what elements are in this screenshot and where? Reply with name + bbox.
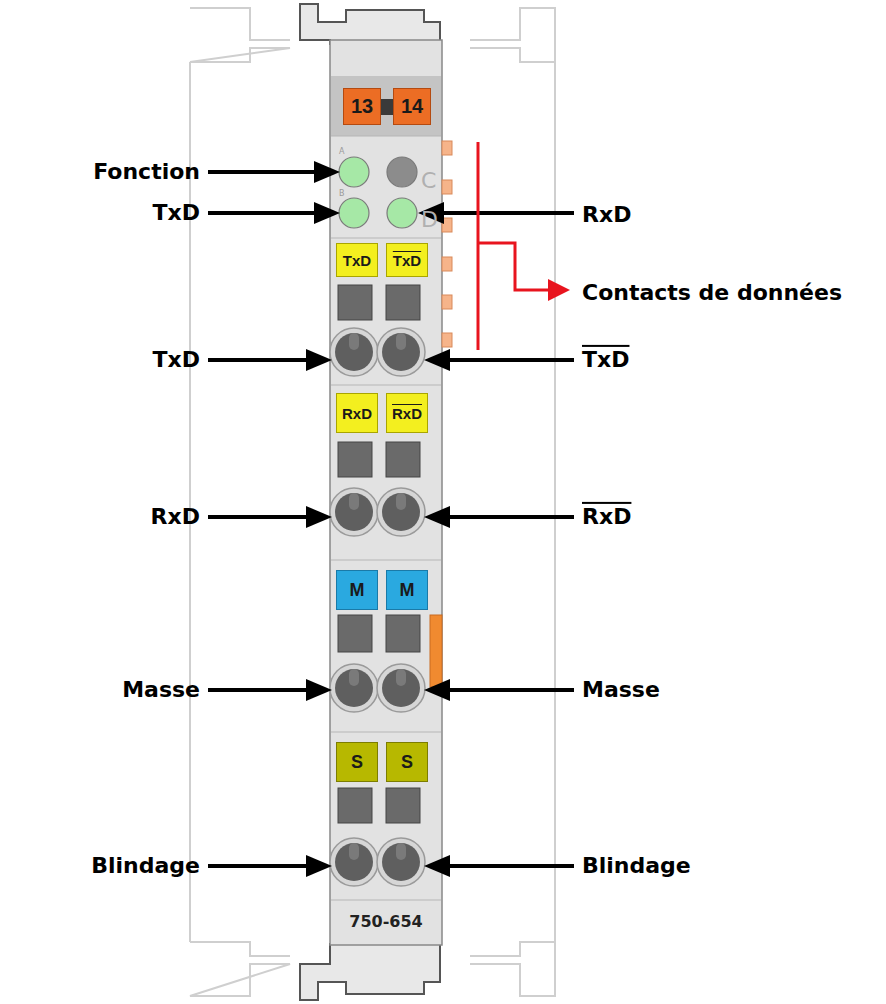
marker-text: TxD: [343, 252, 371, 269]
shield-label: Blindage: [582, 854, 691, 878]
signal-label: RxD: [582, 505, 631, 529]
power-contact: [430, 615, 442, 687]
data-contacts: [442, 141, 452, 347]
marker-text: RxD: [342, 405, 372, 422]
signal-marker: RxD: [386, 393, 428, 433]
data-contact-bracket: [478, 142, 570, 350]
shield-label: Blindage: [91, 854, 200, 878]
function-label: Fonction: [93, 160, 200, 184]
signal-label: RxD: [151, 505, 200, 529]
ground-marker: M: [336, 570, 378, 610]
ground-marker: M: [386, 570, 428, 610]
led-letter: A: [339, 148, 344, 157]
signal-label: RxD: [582, 203, 631, 227]
marker-text: M: [350, 580, 365, 601]
signal-label: TxD: [153, 348, 200, 372]
terminal-marker: 14: [393, 88, 431, 125]
signal-marker: TxD: [336, 243, 378, 277]
marker-text: M: [400, 580, 415, 601]
terminal-marker: 13: [343, 88, 381, 125]
part-number: 750-654: [330, 912, 442, 931]
marker-text: S: [401, 752, 413, 773]
led: [339, 157, 417, 228]
marker-carrier: [331, 76, 441, 136]
housing-body: [330, 40, 442, 945]
marker-text: 13: [351, 95, 373, 118]
shield-marker: S: [386, 742, 428, 782]
led-letter: C: [421, 169, 436, 193]
marker-text: RxD: [392, 405, 422, 422]
marker-clip: [381, 99, 393, 115]
din-rail: [190, 8, 555, 996]
part-label: Contacts de données: [582, 281, 842, 305]
section-lines: [331, 136, 441, 900]
signal-label: TxD: [153, 201, 200, 225]
signal-marker: TxD: [386, 243, 428, 277]
led-letter: D: [421, 208, 438, 232]
shield-marker: S: [336, 742, 378, 782]
marker-text: 14: [401, 95, 423, 118]
leader-arrow: [418, 202, 574, 877]
ground-label: Masse: [582, 678, 660, 702]
led-letter: B: [339, 190, 345, 199]
ground-label: Masse: [122, 678, 200, 702]
marker-text: TxD: [393, 252, 421, 269]
marker-text: S: [351, 752, 363, 773]
signal-marker: RxD: [336, 393, 378, 433]
signal-label: TxD: [582, 348, 629, 372]
leader-arrow: [208, 161, 340, 877]
